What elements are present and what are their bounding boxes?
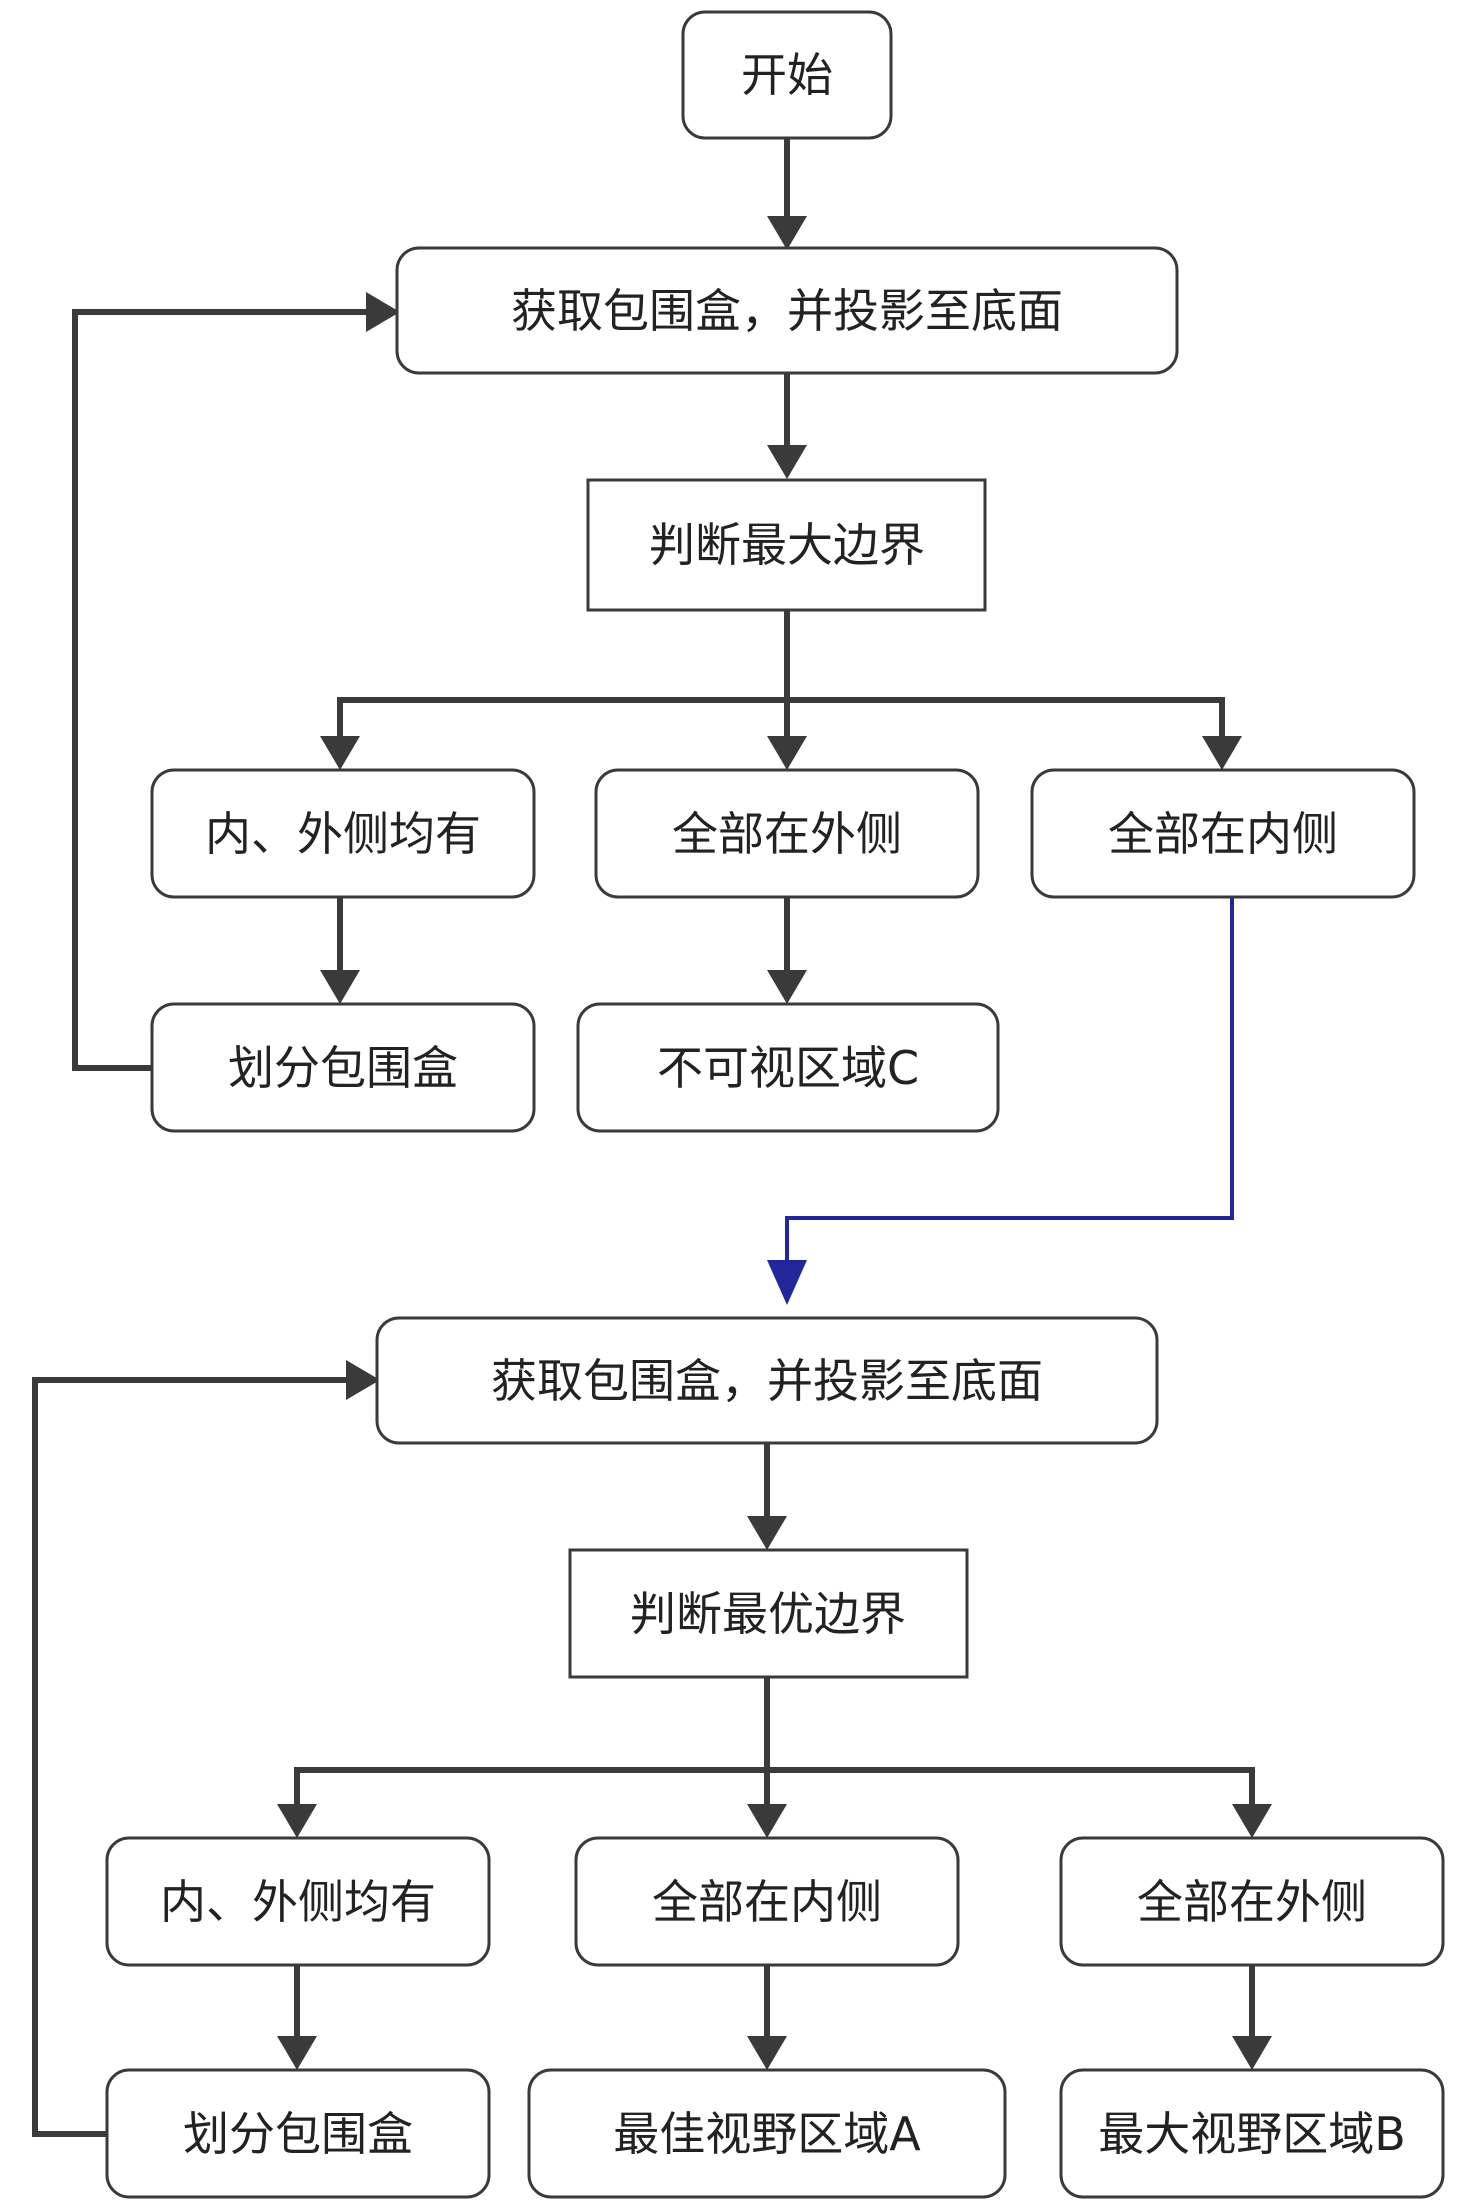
arrowhead	[767, 216, 807, 250]
node-stage1-get-bbox: 获取包围盒，并投影至底面	[395, 246, 1179, 375]
node-start-label: 开始	[741, 48, 833, 102]
edge-inside-to-stage2	[785, 897, 1234, 1262]
node-stage2-get-bbox: 获取包围盒，并投影至底面	[375, 1316, 1159, 1445]
node-stage2-get-bbox-label: 获取包围盒，并投影至底面	[491, 1354, 1043, 1408]
node-stage2-judge: 判断最优边界	[568, 1548, 969, 1679]
arrowhead	[366, 292, 400, 332]
node-stage2-both: 内、外侧均有	[105, 1836, 491, 1967]
arrowhead	[320, 736, 360, 770]
node-stage1-invisible-label: 不可视区域C	[657, 1041, 919, 1095]
node-stage1-split: 划分包围盒	[150, 1002, 536, 1133]
arrowhead	[277, 1804, 317, 1838]
stage2-connectors	[32, 1360, 1272, 2137]
stage-link	[767, 897, 1234, 1305]
arrowhead-blue	[767, 1260, 807, 1305]
arrowhead	[346, 1360, 380, 1400]
node-stage1-judge-label: 判断最大边界	[649, 518, 925, 572]
stage1-connectors	[72, 138, 1242, 1071]
arrowhead	[747, 1804, 787, 1838]
arrowhead	[767, 736, 807, 770]
arrowhead	[320, 970, 360, 1004]
node-stage1-all-outside: 全部在外侧	[594, 768, 980, 899]
arrowhead	[747, 1516, 787, 1550]
node-stage2-all-inside-label: 全部在内侧	[652, 1875, 882, 1929]
node-stage1-both-label: 内、外侧均有	[205, 807, 481, 861]
node-stage2-max-view-label: 最大视野区域B	[1098, 2107, 1406, 2161]
node-stage2-judge-label: 判断最优边界	[630, 1587, 906, 1641]
arrowhead	[1232, 1804, 1272, 1838]
arrowhead	[1232, 2036, 1272, 2070]
node-stage2-all-outside-label: 全部在外侧	[1137, 1875, 1367, 1929]
edge-split2-loop-back	[32, 1377, 350, 2137]
node-stage2-max-view: 最大视野区域B	[1059, 2068, 1445, 2199]
node-stage2-all-inside: 全部在内侧	[574, 1836, 960, 1967]
arrowhead	[767, 445, 807, 479]
node-stage1-judge: 判断最大边界	[586, 478, 987, 612]
node-stage1-get-bbox-label: 获取包围盒，并投影至底面	[511, 284, 1063, 338]
node-stage1-invisible: 不可视区域C	[576, 1002, 1000, 1133]
node-stage2-split-label: 划分包围盒	[183, 2107, 413, 2161]
edge-split1-loop-back	[72, 309, 370, 1071]
arrowhead	[1202, 736, 1242, 770]
node-stage1-both: 内、外侧均有	[150, 768, 536, 899]
node-stage1-all-inside: 全部在内侧	[1030, 768, 1416, 899]
node-stage2-all-outside: 全部在外侧	[1059, 1836, 1445, 1967]
node-stage1-split-label: 划分包围盒	[228, 1041, 458, 1095]
arrowhead	[747, 2036, 787, 2070]
node-stage2-split: 划分包围盒	[105, 2068, 491, 2199]
node-stage2-best-view-label: 最佳视野区域A	[613, 2107, 921, 2161]
node-stage1-all-inside-label: 全部在内侧	[1108, 807, 1338, 861]
arrowhead	[767, 970, 807, 1004]
node-stage2-best-view: 最佳视野区域A	[527, 2068, 1007, 2199]
node-stage2-both-label: 内、外侧均有	[160, 1875, 436, 1929]
node-start: 开始	[681, 10, 893, 140]
arrowhead	[277, 2036, 317, 2070]
node-stage1-all-outside-label: 全部在外侧	[672, 807, 902, 861]
